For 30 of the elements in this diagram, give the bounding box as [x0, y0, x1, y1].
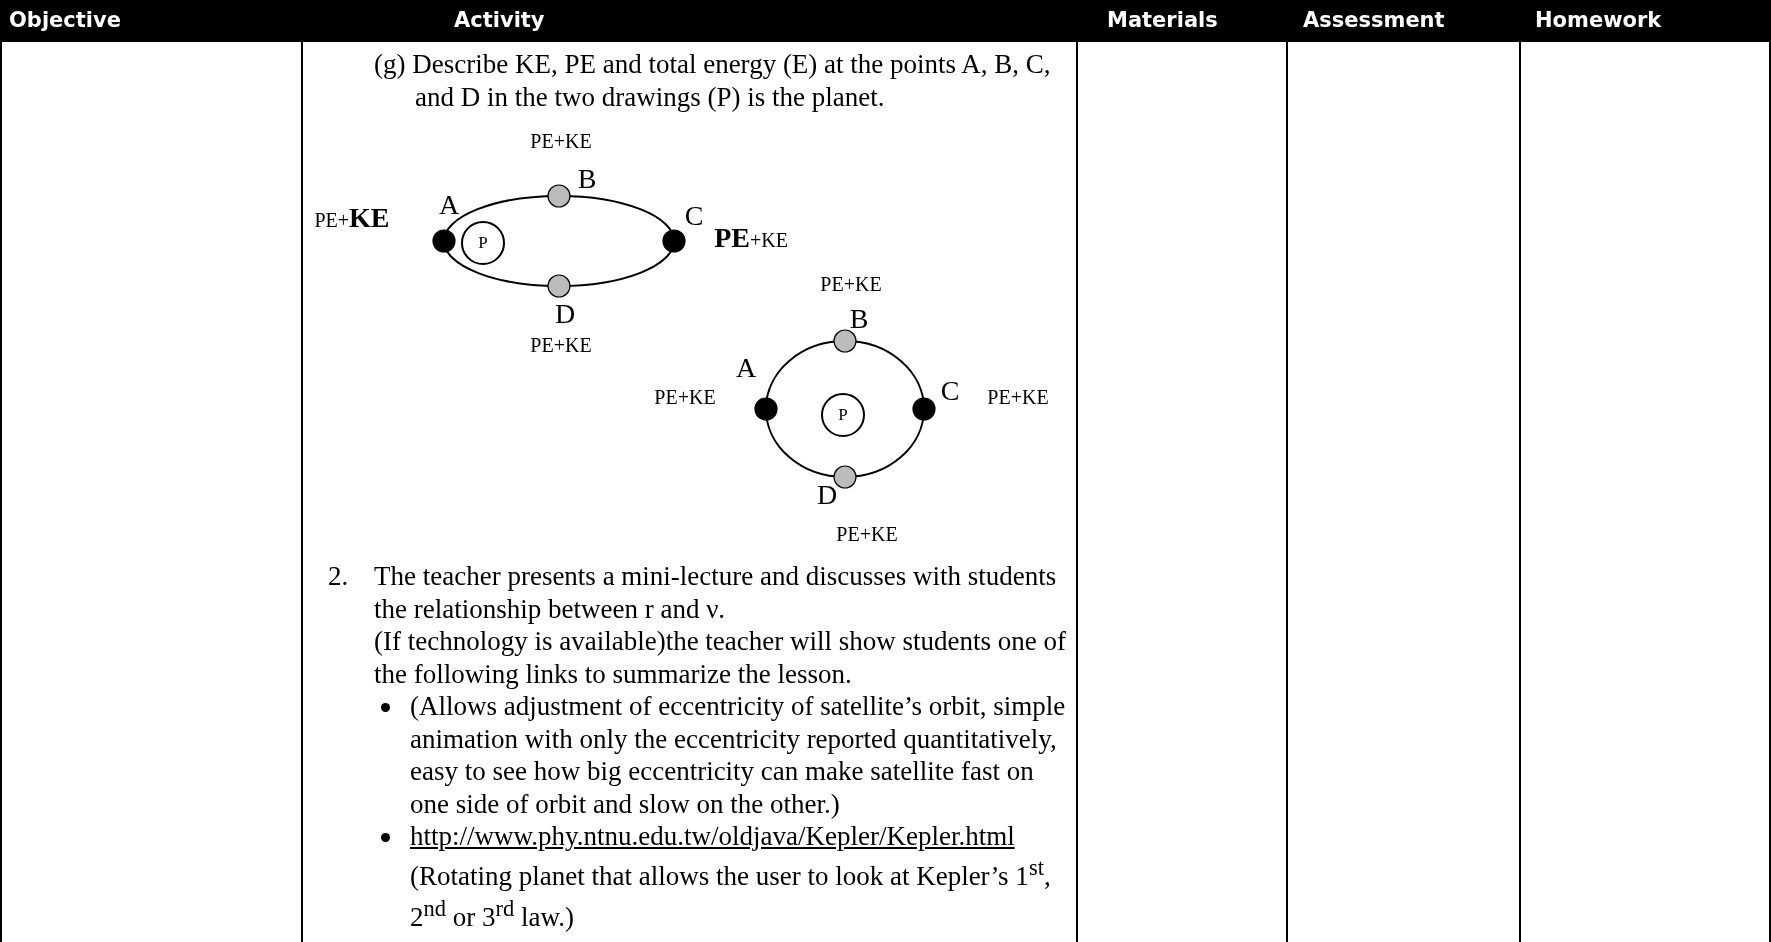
column-header: Assessment	[1303, 8, 1445, 32]
column-header: Materials	[1107, 8, 1218, 32]
energy-label: PE+KE	[714, 224, 788, 252]
energy-label: PE+KE	[314, 204, 390, 232]
planet-circle: P	[821, 393, 865, 437]
point-label: C	[940, 377, 960, 405]
point-label: C	[684, 202, 704, 230]
point-label: D	[816, 481, 838, 509]
list-number: 2.	[328, 560, 350, 593]
point-label: B	[577, 165, 597, 193]
point-label: A	[438, 191, 460, 219]
point-label: A	[735, 354, 757, 382]
paragraph: The teacher presents a mini-lecture and discusses with students the relationship between r and ν.	[374, 560, 1058, 625]
paragraph: (If technology is available)the teacher will show students one of the following links to summarize the lesson.	[374, 625, 1068, 690]
column-header: Homework	[1535, 8, 1662, 32]
energy-label: PE+KE	[987, 387, 1049, 407]
point-label: B	[849, 305, 869, 333]
instruction-text: (g) Describe KE, PE and total energy (E) at the points A, B, C, and D in the two drawings (P) is the planet.	[374, 48, 1052, 113]
energy-label: PE+KE	[530, 335, 592, 355]
column-header: Activity	[454, 8, 545, 32]
energy-label: PE+KE	[836, 524, 898, 544]
link-description: (Rotating planet that allows the user to look at Kepler’s 1$^{st}$, 2$^{nd}$ or 3$^{rd}$ law.)	[410, 854, 1052, 933]
planet-circle: P	[461, 221, 505, 265]
energy-label: PE+KE	[820, 274, 882, 294]
link-description: (Allows adjustment of eccentricity of satellite’s orbit, simple animation with only the eccentricity reported quantitatively, easy to see how big eccentricity can make satellite fast on one side of orbit and slow on the other.)	[410, 690, 1067, 820]
point-label: D	[554, 300, 576, 328]
energy-label: PE+KE	[654, 387, 716, 407]
column-header: Objective	[9, 8, 121, 32]
energy-label: PE+KE	[530, 131, 592, 151]
link: http://www.phy.ntnu.edu.tw/oldjava/Kepler/Kepler.html	[410, 821, 1015, 851]
